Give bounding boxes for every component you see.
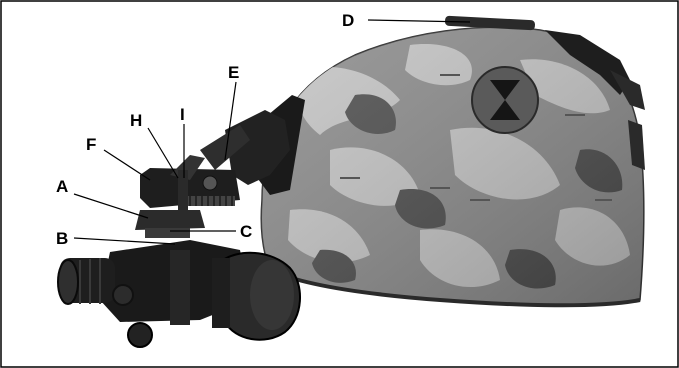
callout-h: H — [130, 111, 142, 130]
insignia-patch — [472, 67, 538, 133]
callout-a: A — [56, 177, 68, 196]
callout-e: E — [228, 63, 239, 82]
callout-d: D — [342, 11, 354, 30]
callout-i: I — [180, 105, 185, 124]
dovetail-mount — [135, 210, 205, 230]
callout-f: F — [86, 135, 96, 154]
shoe — [145, 228, 190, 238]
focus-knob — [113, 285, 133, 305]
callout-c: C — [240, 222, 252, 241]
battery-cap — [128, 323, 152, 347]
callout-b: B — [56, 229, 68, 248]
vertical-post — [178, 170, 188, 215]
knob — [203, 176, 217, 190]
